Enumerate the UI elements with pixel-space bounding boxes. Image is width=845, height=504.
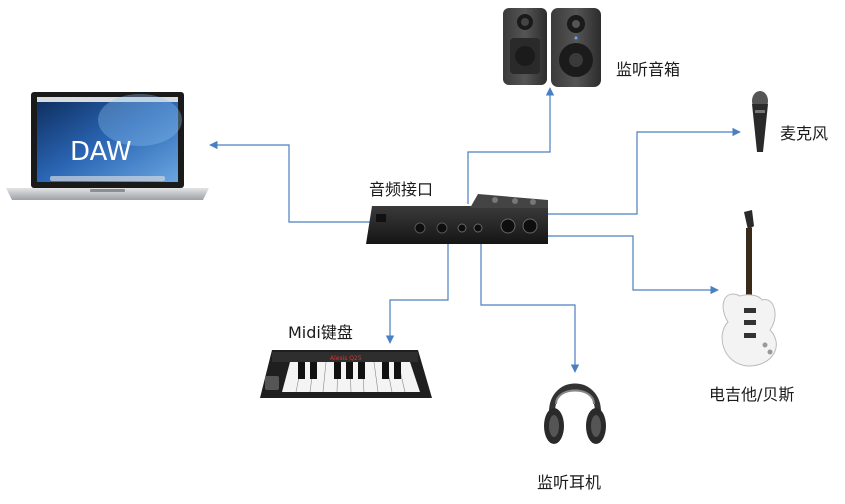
headphones-illustration	[544, 383, 606, 444]
laptop-illustration: DAW	[6, 92, 209, 200]
laptop-screen-text: DAW	[70, 137, 132, 167]
connector-lines	[209, 87, 741, 373]
guitar-bass-label: 电吉他/贝斯	[709, 385, 795, 404]
microphone-label: 麦克风	[780, 124, 829, 143]
speakers-illustration	[503, 8, 601, 87]
midi-keyboard-label: Midi键盘	[288, 323, 353, 342]
link-speakers	[467, 87, 555, 204]
link-microphone	[548, 127, 741, 215]
link-laptop	[209, 140, 370, 223]
monitor-speakers-label: 监听音箱	[616, 60, 681, 79]
microphone-illustration	[752, 91, 768, 152]
headphones-label: 监听耳机	[537, 473, 602, 492]
audio-interface-illustration	[366, 194, 548, 244]
keyboard-keys	[282, 361, 420, 393]
link-midi	[385, 244, 449, 344]
keyboard-brand-text: Alesis Q25	[330, 355, 362, 362]
guitar-illustration	[721, 210, 777, 367]
link-guitar	[548, 235, 719, 295]
link-headphones	[480, 244, 580, 373]
midi-keyboard-illustration: Alesis Q25	[260, 350, 432, 398]
audio-interface-label: 音频接口	[369, 180, 434, 199]
